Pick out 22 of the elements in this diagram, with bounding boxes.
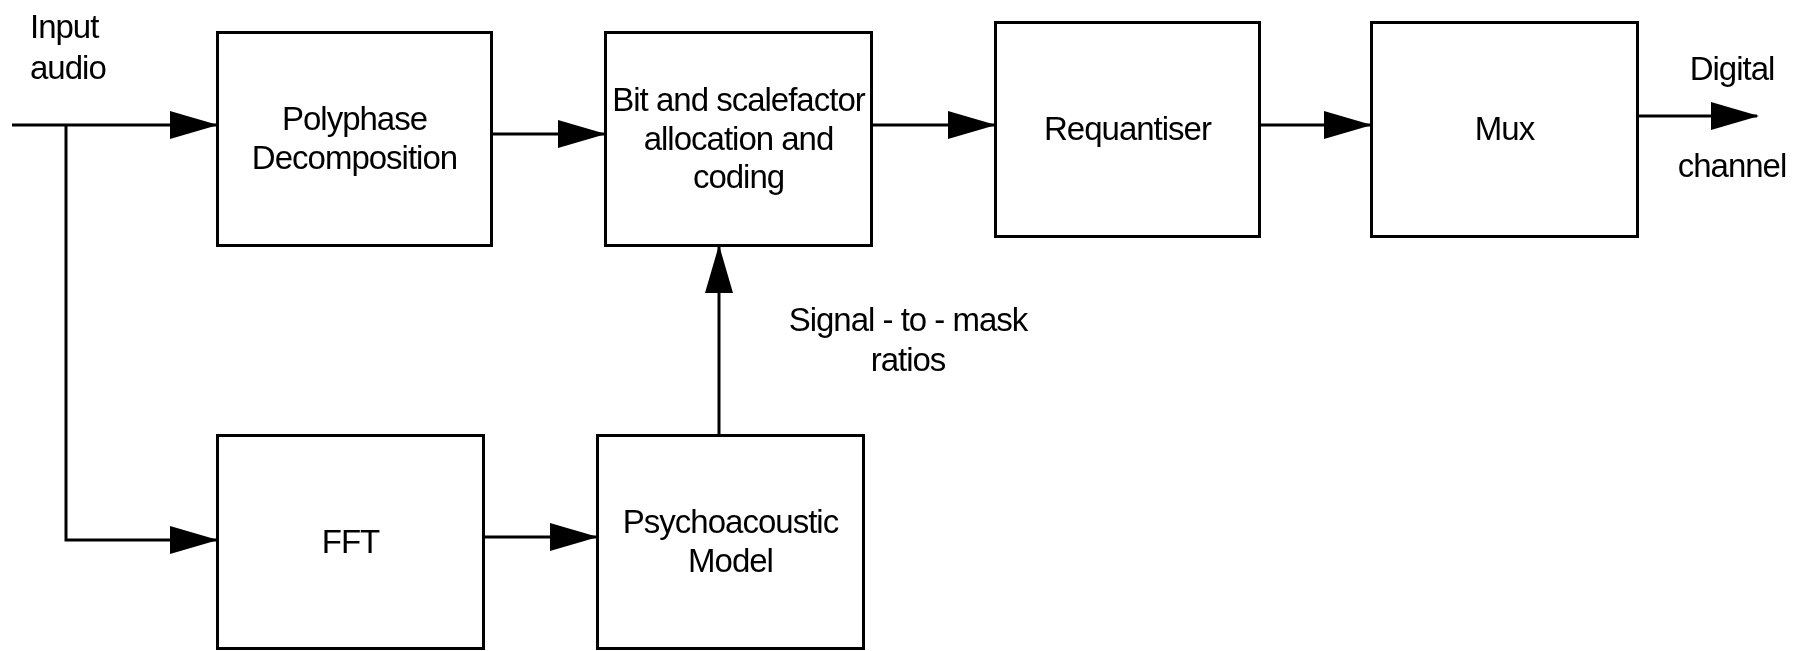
signal-label: Input audio [30, 7, 107, 89]
process-box [604, 31, 873, 247]
box-label: Requantiser [1043, 110, 1213, 149]
process-box [216, 434, 485, 650]
arrow [1639, 102, 1759, 130]
process-box [994, 21, 1261, 238]
process-box [596, 434, 865, 650]
arrow [1261, 111, 1372, 139]
box-label: FFT [320, 522, 381, 562]
arrow [493, 120, 606, 148]
arrow [12, 111, 218, 139]
arrow [64, 125, 218, 554]
box-label: Mux [1473, 110, 1536, 149]
process-box [1370, 21, 1639, 238]
box-label: Bit and scalefactor allocation and coding [611, 80, 867, 198]
box-label: Psychoacoustic Model [621, 503, 840, 581]
signal-label: Digital channel [1657, 20, 1807, 215]
arrow [705, 245, 733, 434]
arrow [485, 523, 598, 551]
box-label: Polyphase Decomposition [250, 100, 459, 178]
process-box [216, 31, 493, 247]
arrow [873, 111, 996, 139]
